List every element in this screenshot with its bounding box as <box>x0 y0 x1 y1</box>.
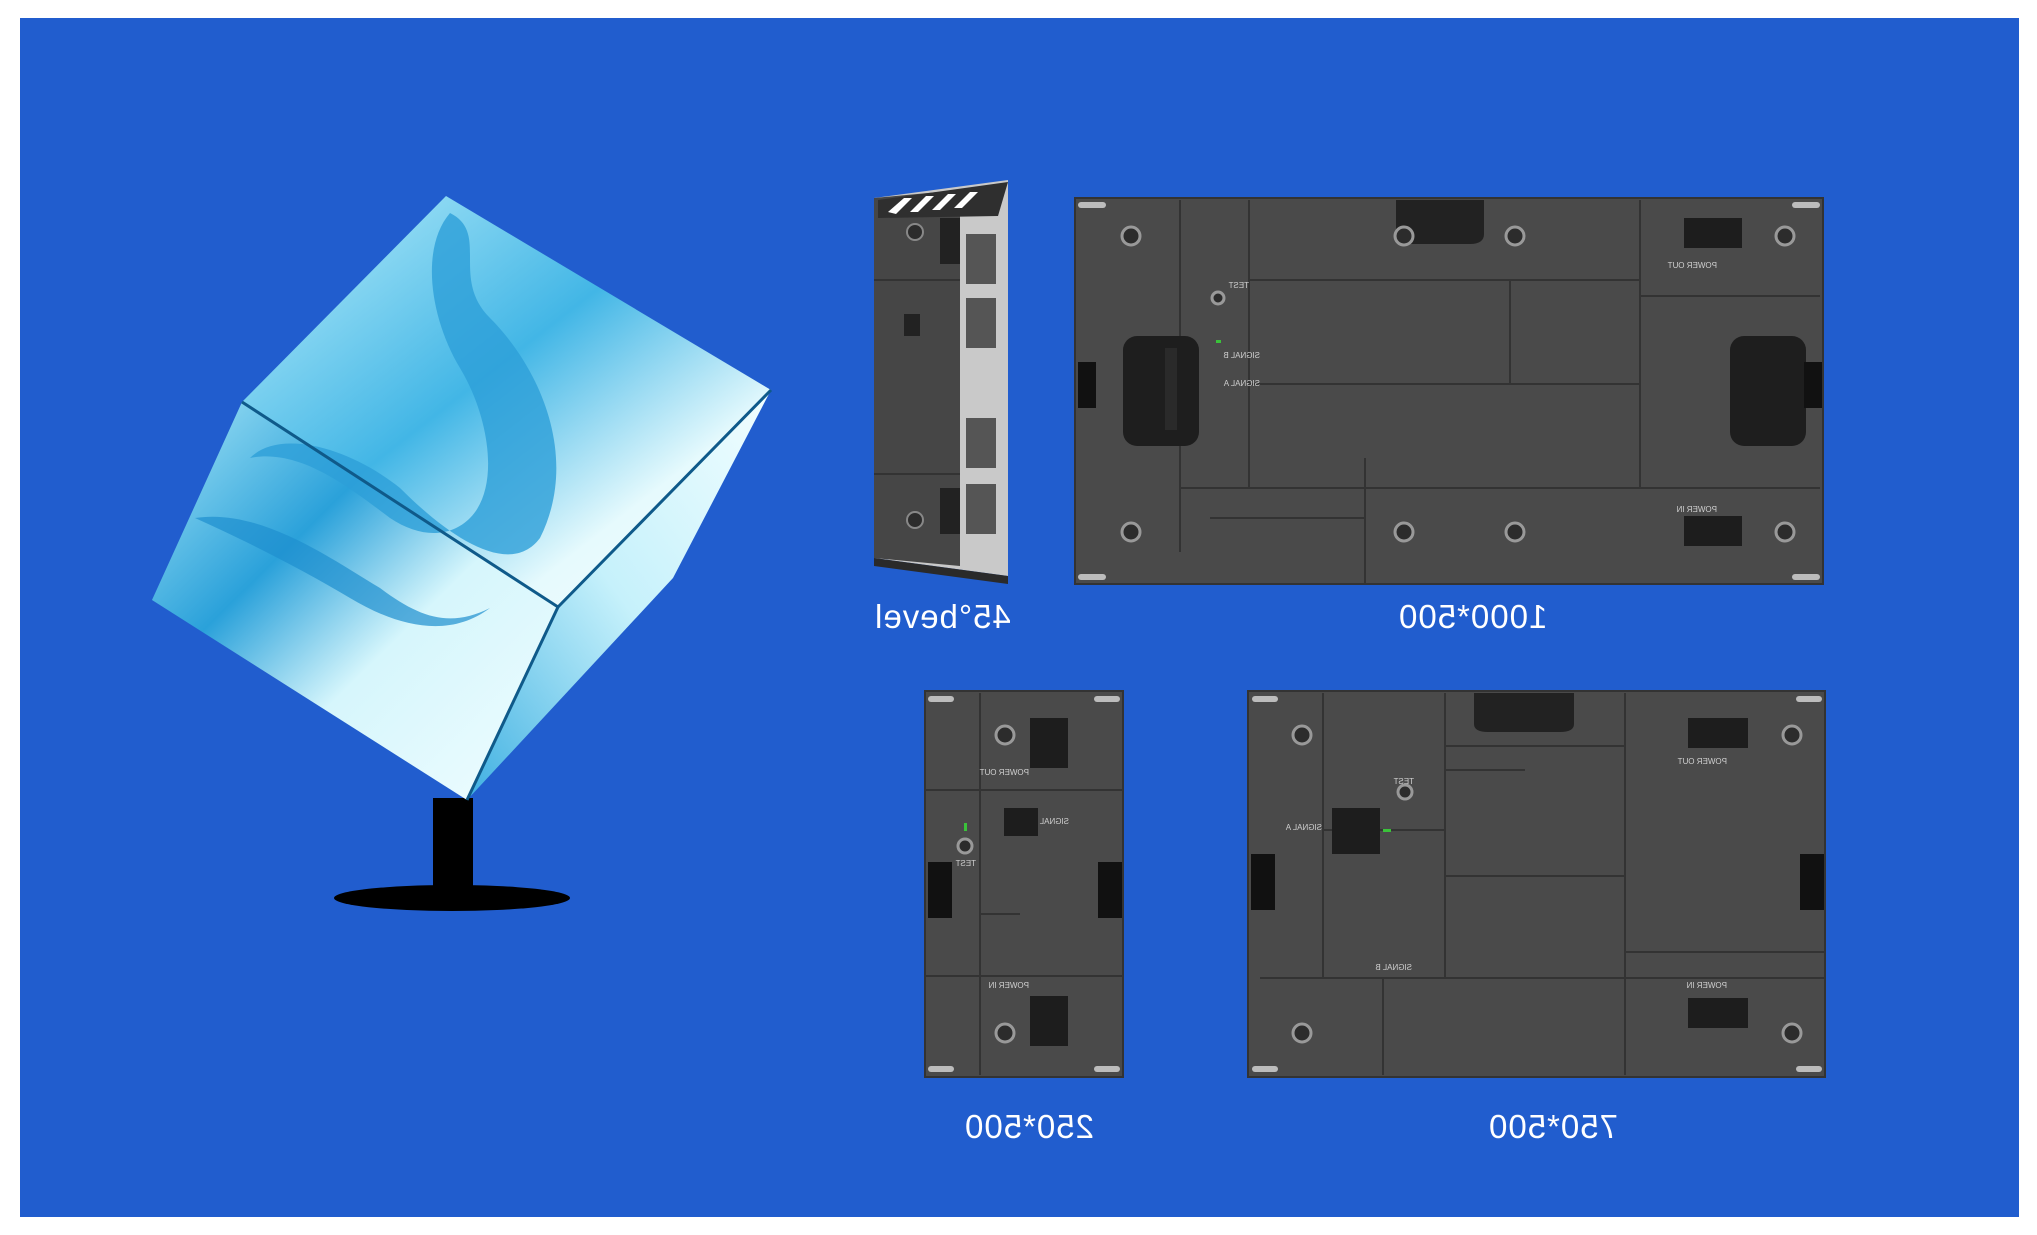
stand-pole <box>433 798 473 896</box>
panel-1000-test: TEST <box>1228 281 1249 290</box>
panel-250x500: POWER OUT POWER IN SIGNAL TEST <box>924 690 1124 1078</box>
panel-1000-signal-a: SIGNAL A <box>1223 379 1260 388</box>
panel-1000-signal-b: SIGNAL B <box>1223 351 1260 360</box>
product-canvas: POWER OUT POWER IN SIGNAL B SIGNAL A TES… <box>20 18 2019 1217</box>
cube-right-face <box>467 390 771 800</box>
panel-250-power-out: POWER OUT <box>980 768 1029 777</box>
stand-base <box>334 885 570 911</box>
panel-750-power-in: POWER IN <box>1686 981 1727 990</box>
panel-750x500: POWER OUT POWER IN SIGNAL A SIGNAL B TES… <box>1247 690 1826 1078</box>
caption-250x500: 250*500 <box>964 1108 1094 1145</box>
caption-bevel: 45°bevel <box>874 598 1011 635</box>
product-illustration: POWER OUT POWER IN SIGNAL B SIGNAL A TES… <box>152 180 1826 1078</box>
caption-750x500: 750*500 <box>1488 1108 1618 1145</box>
panel-750-signal-a: SIGNAL A <box>1285 823 1322 832</box>
caption-1000x500: 1000*500 <box>1398 598 1548 635</box>
panel-750-signal-b: SIGNAL B <box>1375 963 1412 972</box>
panel-1000x500: POWER OUT POWER IN SIGNAL B SIGNAL A TES… <box>1074 197 1824 585</box>
panel-1000-power-in: POWER IN <box>1676 505 1717 514</box>
panel-750-test: TEST <box>1393 777 1414 786</box>
panel-1000-power-out: POWER OUT <box>1668 261 1717 270</box>
cube-left-face <box>152 402 558 800</box>
panel-250-power-in: POWER IN <box>988 981 1029 990</box>
panel-bevel <box>874 180 1008 584</box>
panel-250-signal: SIGNAL <box>1039 817 1069 826</box>
panel-250-test: TEST <box>955 859 976 868</box>
cube-display <box>152 196 773 911</box>
panel-750-power-out: POWER OUT <box>1678 757 1727 766</box>
